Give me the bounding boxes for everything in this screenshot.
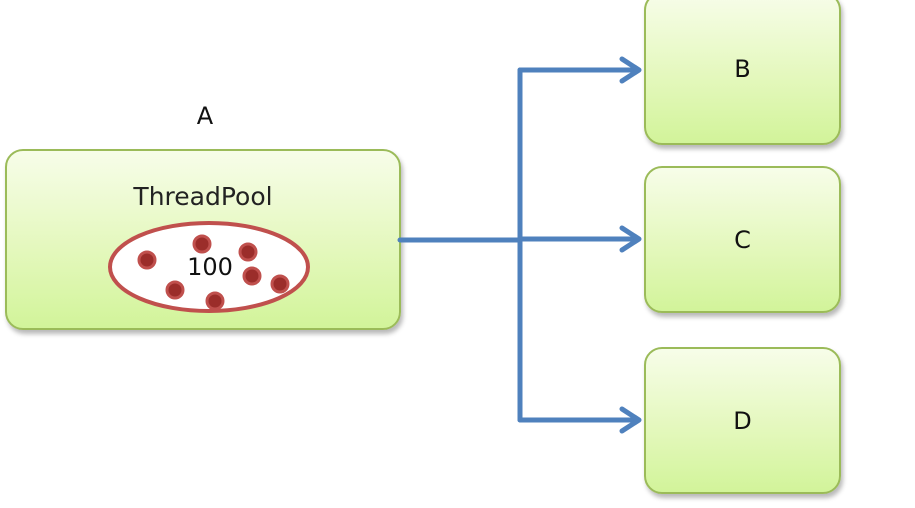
threadpool-title: ThreadPool: [133, 182, 273, 211]
arrowhead-b: [619, 56, 642, 84]
thread-dot: [137, 250, 157, 270]
thread-dot: [165, 280, 185, 300]
thread-dot: [192, 234, 212, 254]
node-a-caption: A: [196, 102, 214, 130]
threadpool-count: 100: [187, 253, 233, 281]
thread-dot: [270, 274, 290, 294]
thread-dots: [137, 234, 290, 311]
arrowhead-c: [619, 225, 642, 253]
node-b-box: B: [644, 0, 841, 145]
node-d-label: D: [733, 406, 752, 435]
node-c-label: C: [734, 225, 751, 254]
node-c-box: C: [644, 166, 841, 313]
node-b-label: B: [734, 54, 751, 83]
arrowhead-d: [619, 406, 642, 434]
node-d-box: D: [644, 347, 841, 494]
thread-dot: [238, 242, 258, 262]
threadpool-ellipse: [108, 221, 310, 313]
thread-dot: [242, 266, 262, 286]
thread-dot: [205, 291, 225, 311]
